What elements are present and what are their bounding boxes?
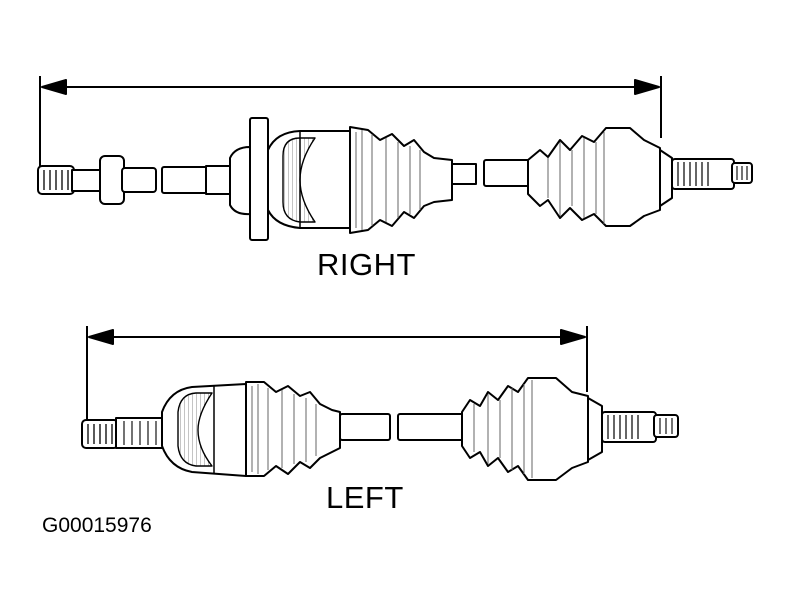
right-drive-shaft [37,76,753,241]
right-main-shaft [451,163,477,185]
left-main-shaft [339,413,391,441]
right-inboard-joint [267,130,351,229]
left-inboard-boot [245,381,341,477]
right-center-bearing [229,117,269,241]
right-shaft-label: RIGHT [317,247,416,282]
left-drive-shaft [81,326,679,481]
left-inboard-joint [161,383,247,477]
left-outboard-boot [461,377,589,481]
right-intermediate-shaft [161,166,209,194]
right-outer-spline-stub [659,149,753,207]
right-outboard-boot [527,127,661,227]
left-length-dimension [86,326,588,420]
right-inboard-boot [349,126,453,234]
right-length-dimension [39,76,662,168]
left-outer-spline-stub [587,397,679,461]
left-shaft-label: LEFT [326,480,404,515]
right-inner-spline-stub [37,155,157,205]
left-inner-spline-stub [81,417,165,449]
figure-code: G00015976 [42,514,152,537]
